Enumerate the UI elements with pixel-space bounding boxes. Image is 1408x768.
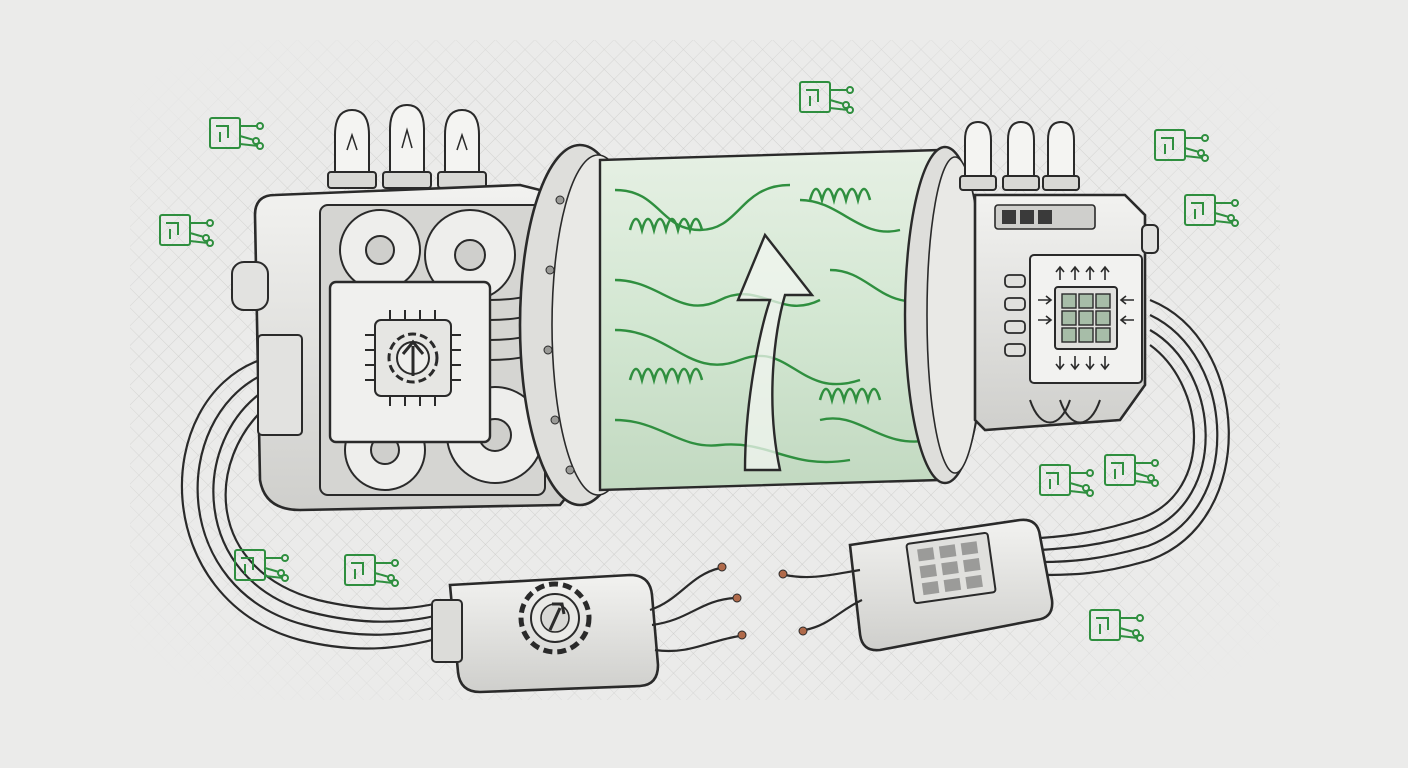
gear-connector-plug — [431, 562, 747, 694]
chip-grid-icon — [905, 531, 997, 605]
floating-icons-layer — [159, 81, 1239, 642]
chip-outline-icon — [159, 214, 214, 247]
vacuum-tubes-left — [327, 103, 487, 189]
chip-outline-icon — [799, 81, 854, 114]
wire-node-icon — [234, 549, 289, 582]
circuit-trace-icon — [344, 554, 399, 587]
glass-tube-core — [518, 143, 987, 507]
processor-module — [959, 120, 1159, 432]
circuit-trace-icon — [209, 117, 264, 150]
wire-node-icon — [1154, 129, 1209, 162]
coil-icon — [628, 187, 882, 405]
circuit-trace-icon — [1184, 194, 1239, 227]
chip-outline-icon — [1039, 464, 1094, 497]
arrow-icon — [1038, 265, 1134, 371]
chip-connector-plug — [778, 518, 1054, 652]
up-arrow-icon — [548, 602, 566, 631]
chip-grid-icon — [1054, 286, 1118, 350]
wire-node-icon — [1104, 454, 1159, 487]
circuit-trace-icon — [1089, 609, 1144, 642]
circuit-trace-bundle — [614, 183, 931, 464]
cable-bundle-left — [180, 358, 471, 650]
up-arrow-icon — [401, 339, 425, 376]
gearbox-module — [231, 103, 582, 512]
cable-bundle-right — [1039, 298, 1230, 577]
up-arrow-icon — [736, 232, 815, 472]
vacuum-tubes-right — [959, 120, 1080, 191]
